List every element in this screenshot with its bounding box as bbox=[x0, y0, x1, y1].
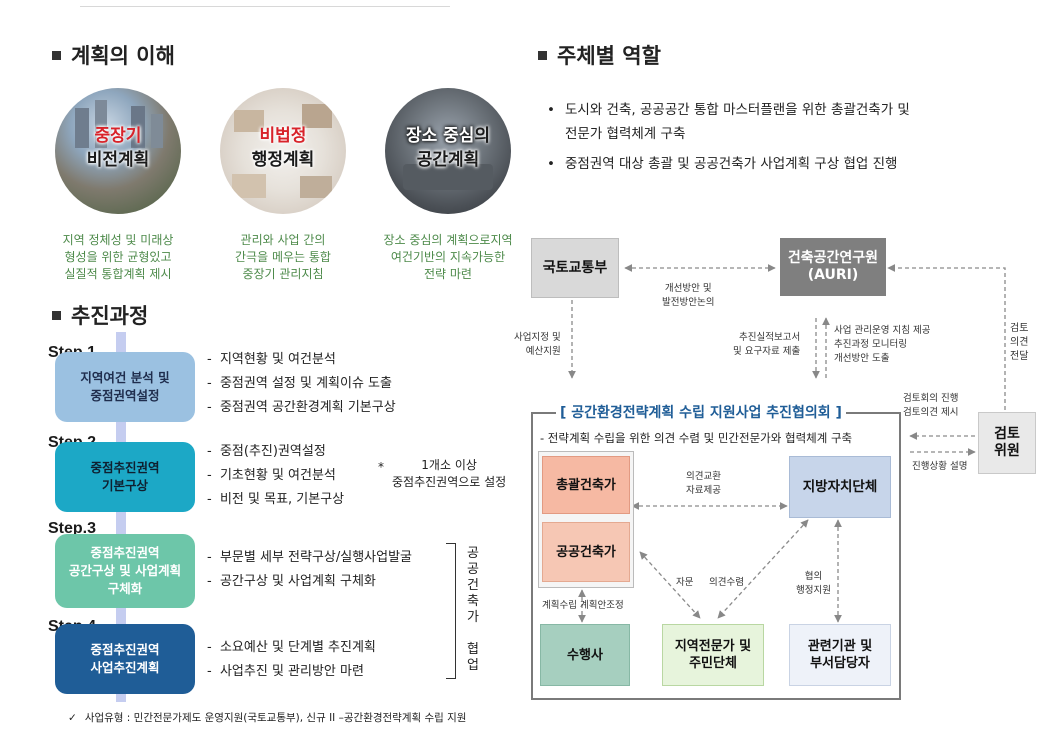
list-item: - 비전 및 목표, 기본구상 bbox=[207, 492, 345, 507]
node-local-government: 지방자치단체 bbox=[789, 456, 891, 518]
list-item: - 중점권역 설정 및 계획이슈 도출 bbox=[207, 376, 392, 391]
process-spine bbox=[116, 332, 126, 702]
list-item: - 기초현황 및 여건분석 bbox=[207, 468, 336, 483]
bullet-item: 중점권역 대상 총괄 및 공공건축가 사업계획 구상 협업 진행 bbox=[545, 152, 910, 176]
node-contractor: 수행사 bbox=[540, 624, 630, 686]
circle-2-description: 관리와 사업 간의 간극을 메우는 통합 중장기 관리지침 bbox=[235, 233, 331, 281]
square-bullet-icon bbox=[538, 51, 547, 60]
label-progress: 진행상황 설명 bbox=[912, 461, 968, 472]
circle-2-line2: 행정계획 bbox=[251, 150, 315, 170]
section-title-roles: 주체별 역할 bbox=[538, 40, 661, 70]
top-divider bbox=[80, 6, 450, 7]
list-item: - 사업추진 및 관리방안 마련 bbox=[207, 664, 364, 679]
node-auri: 건축공간연구원(AURI) bbox=[780, 238, 886, 296]
circle-3-description: 장소 중심의 계획으로지역 여건기반의 지속가능한 전략 마련 bbox=[383, 233, 513, 281]
section-title-plan: 계획의 이해 bbox=[52, 40, 175, 70]
step-1-items: - 지역현황 및 여건분석 - 중점권역 설정 및 계획이슈 도출 - 중점권역… bbox=[207, 348, 396, 420]
label-advice: 자문 bbox=[676, 577, 694, 588]
council-title: [ 공간환경전략계획 수립 지원사업 추진협의회 ] bbox=[556, 402, 846, 422]
circle-2-line1: 비법정 bbox=[259, 126, 307, 146]
step-3-items: - 부문별 세부 전략구상/실행사업발굴 - 공간구상 및 사업계획 구체화 bbox=[207, 546, 412, 594]
circle-1-line1: 중장기 bbox=[94, 126, 142, 146]
check-icon: ✓ bbox=[68, 712, 77, 724]
circle-1-line2: 비전계획 bbox=[86, 150, 150, 170]
city-skyline-photo: 중장기 비전계획 bbox=[55, 88, 181, 214]
council-subtitle: - 전략계획 수립을 위한 의견 수렴 및 민간전문가와 협력체계 구축 bbox=[540, 431, 853, 445]
square-bullet-icon bbox=[52, 311, 61, 320]
list-item: - 부문별 세부 전략구상/실행사업발굴 bbox=[207, 550, 413, 565]
section-title-process: 추진과정 bbox=[52, 300, 148, 330]
list-item: - 중점(추진)권역설정 bbox=[207, 444, 326, 459]
node-public-architect: 공공건축가 bbox=[542, 522, 630, 582]
meeting-photo: 장소 중심의 공간계획 bbox=[385, 88, 511, 214]
list-item: - 공간구상 및 사업계획 구체화 bbox=[207, 574, 376, 589]
step-2-items: - 중점(추진)권역설정 - 기초현황 및 여건분석 - 비전 및 목표, 기본… bbox=[207, 440, 344, 512]
label-opinion: 의견수렴 bbox=[709, 577, 744, 588]
circle-3-line2: 공간계획 bbox=[416, 150, 480, 170]
list-item: - 지역현황 및 여건분석 bbox=[207, 352, 336, 367]
map-documents-photo: 비법정 행정계획 bbox=[220, 88, 346, 214]
node-molit: 국토교통부 bbox=[531, 238, 619, 298]
square-bullet-icon bbox=[52, 51, 61, 60]
list-item: - 중점권역 공간환경계획 기본구상 bbox=[207, 400, 396, 415]
circle-3-line1: 장소 중심의 bbox=[405, 126, 491, 146]
step-2-note: * 1개소 이상 중점추진권역으로 설정 bbox=[378, 458, 507, 489]
step-4-items: - 소요예산 및 단계별 추진계획 - 사업추진 및 관리방안 마련 bbox=[207, 636, 376, 684]
collab-bracket bbox=[446, 543, 456, 679]
circle-1-description: 지역 정체성 및 미래상 형성을 위한 균형있고 실질적 통합계획 제시 bbox=[62, 233, 174, 281]
footnote: ✓사업유형 : 민간전문가제도 운영지원(국토교통부), 신규 II –공간환경… bbox=[68, 712, 467, 724]
node-chief-architect: 총괄건축가 bbox=[542, 456, 630, 514]
step-3-label: Step.3 bbox=[48, 520, 97, 537]
label-plan-adjust: 계획수립 계획안조정 bbox=[542, 600, 624, 611]
list-item: - 소요예산 및 단계별 추진계획 bbox=[207, 640, 376, 655]
